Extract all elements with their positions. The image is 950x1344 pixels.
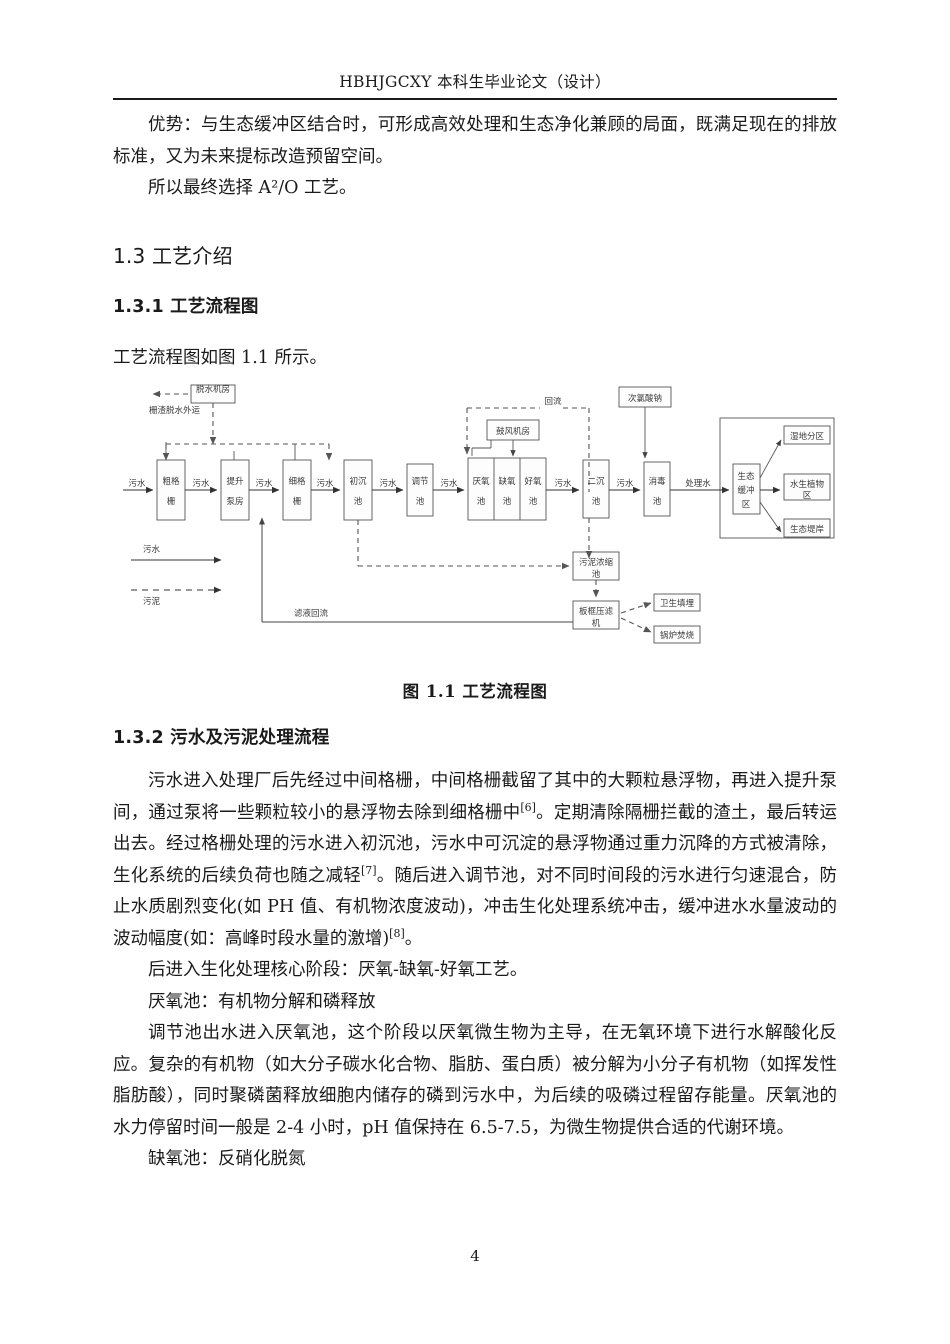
paragraph-process-description: 污水进入处理厂后先经过中间格栅，中间格栅截留了其中的大颗粒悬浮物，再进入提升泵间…: [113, 766, 837, 955]
reference-8: [8]: [389, 926, 405, 940]
svg-text:污水: 污水: [554, 478, 572, 489]
svg-text:池: 池: [354, 496, 363, 507]
svg-text:锅炉焚烧: 锅炉焚烧: [660, 630, 695, 641]
para-text-c: 。随后进入调节池，对不同时间段的污水进行匀速混合，防止水质剧烈变化(如 PH 值…: [113, 865, 838, 949]
running-header: HBHJGCXY 本科生毕业论文（设计）: [339, 73, 611, 91]
svg-text:缺氧: 缺氧: [498, 476, 516, 487]
svg-text:缓冲: 缓冲: [737, 485, 754, 496]
page-content: 优势：与生态缓冲区结合时，可形成高效处理和生态净化兼顾的局面，既满足现在的排放标…: [113, 110, 837, 1176]
process-flow-diagram: 脱水机房 鼓风机房 次氯酸钠 粗格栅 提升泵房 细格栅 初沉池 调节池 厌氧池 …: [113, 382, 837, 672]
header-rule: [113, 98, 837, 100]
reference-7: [7]: [360, 863, 377, 877]
svg-text:污水: 污水: [143, 544, 161, 555]
svg-text:污泥: 污泥: [143, 596, 161, 607]
svg-text:处理水: 处理水: [685, 478, 711, 489]
paragraph-choice: 所以最终选择 A²/O 工艺。: [148, 178, 357, 198]
svg-text:初沉: 初沉: [349, 476, 367, 487]
svg-text:消毒: 消毒: [648, 476, 666, 487]
spacer: [113, 752, 837, 766]
svg-text:污水: 污水: [440, 478, 458, 489]
para-text-b: 。定期清除隔栅拦截的渣土，最后转运出去。经过格栅处理的污水进入初沉池，污水中可沉…: [113, 802, 838, 886]
spacer: [113, 205, 837, 241]
svg-text:好氧: 好氧: [524, 476, 542, 487]
svg-text:生态: 生态: [737, 471, 755, 482]
svg-text:栅渣脱水外运: 栅渣脱水外运: [149, 405, 201, 416]
svg-text:污水: 污水: [255, 478, 273, 489]
spacer: [113, 374, 837, 382]
svg-text:水生植物: 水生植物: [790, 479, 825, 490]
svg-text:调节: 调节: [411, 477, 429, 487]
svg-text:污水: 污水: [316, 478, 334, 489]
paragraph-anoxic-title: 缺氧池：反硝化脱氮: [148, 1149, 306, 1169]
svg-text:泵房: 泵房: [226, 496, 243, 507]
reference-6: [6]: [520, 800, 536, 814]
svg-text:池: 池: [503, 496, 512, 507]
svg-text:板框压滤: 板框压滤: [579, 606, 614, 617]
paragraph-biological-stage: 后进入生化处理核心阶段：厌氧-缺氧-好氧工艺。: [148, 960, 528, 980]
svg-text:滤液回流: 滤液回流: [294, 608, 329, 619]
svg-text:回流: 回流: [544, 396, 562, 407]
heading-1-3: 1.3 工艺介绍: [113, 243, 233, 268]
svg-text:池: 池: [416, 496, 425, 507]
paragraph-anaerobic-detail: 调节池出水进入厌氧池，这个阶段以厌氧微生物为主导，在无氧环境下进行水解酸化反应。…: [113, 1023, 837, 1138]
svg-text:池: 池: [477, 496, 486, 507]
svg-text:粗格: 粗格: [162, 476, 180, 487]
svg-text:卫生填埋: 卫生填埋: [660, 598, 695, 609]
page-number: 4: [470, 1247, 480, 1265]
svg-text:二沉: 二沉: [587, 477, 605, 487]
figure-caption: 图 1.1 工艺流程图: [402, 682, 548, 701]
svg-text:池: 池: [653, 496, 662, 507]
para-text-d: 。: [404, 928, 423, 949]
heading-1-3-2: 1.3.2 污水及污泥处理流程: [113, 728, 330, 748]
svg-text:栅: 栅: [167, 496, 176, 507]
svg-text:提升: 提升: [226, 476, 244, 487]
svg-text:机: 机: [592, 618, 601, 629]
svg-text:污水: 污水: [616, 478, 634, 489]
spacer: [113, 321, 837, 343]
svg-text:脱水机房: 脱水机房: [196, 384, 230, 395]
paragraph-advantage: 优势：与生态缓冲区结合时，可形成高效处理和生态净化兼顾的局面，既满足现在的排放标…: [113, 115, 837, 167]
svg-text:厌氧: 厌氧: [472, 476, 490, 487]
svg-text:污水: 污水: [379, 478, 397, 489]
svg-text:池: 池: [592, 496, 601, 507]
svg-text:池: 池: [592, 569, 601, 580]
svg-text:污水: 污水: [128, 478, 146, 489]
svg-text:湿地分区: 湿地分区: [790, 431, 825, 442]
svg-text:区: 区: [803, 491, 812, 501]
heading-1-3-1: 1.3.1 工艺流程图: [113, 296, 259, 317]
paragraph-anaerobic-title: 厌氧池：有机物分解和磷释放: [148, 991, 376, 1012]
spacer: [113, 271, 837, 293]
spacer: [113, 702, 837, 724]
svg-text:污泥浓缩: 污泥浓缩: [579, 557, 614, 568]
svg-text:污水: 污水: [192, 478, 210, 489]
svg-text:次氯酸钠: 次氯酸钠: [628, 393, 662, 404]
svg-text:池: 池: [529, 496, 538, 507]
svg-text:鼓风机房: 鼓风机房: [496, 426, 530, 437]
svg-text:生态堤岸: 生态堤岸: [790, 524, 825, 535]
svg-text:栅: 栅: [293, 496, 302, 507]
para-text-a: 污水进入处理厂后先经过中间格栅，中间格栅截留了其中的大颗粒悬浮物，再进入提升泵间…: [113, 771, 837, 823]
svg-text:细格: 细格: [288, 476, 306, 487]
paragraph-figure-reference: 工艺流程图如图 1.1 所示。: [113, 347, 327, 368]
svg-text:区: 区: [742, 500, 751, 510]
